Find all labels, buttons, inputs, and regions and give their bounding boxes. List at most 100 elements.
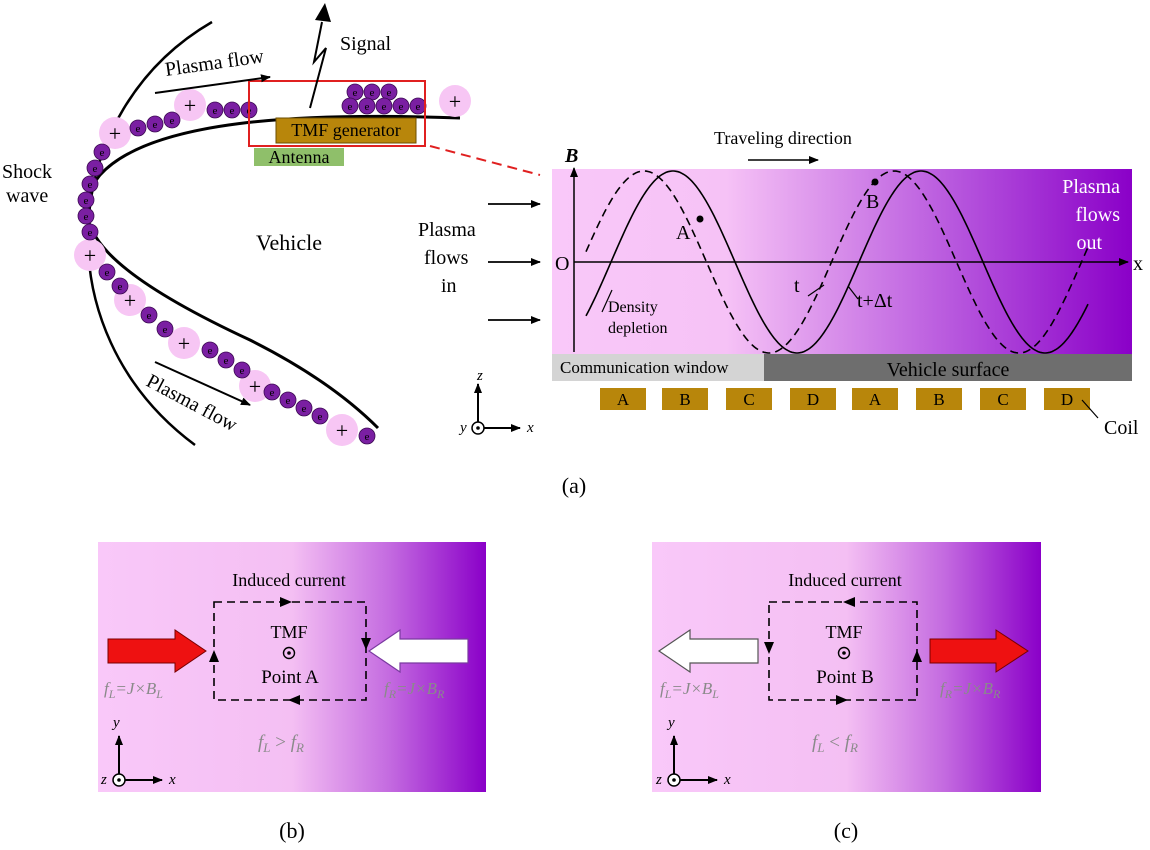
communication-window-bar	[552, 354, 764, 381]
svg-text:+: +	[184, 93, 196, 118]
electron: e	[156, 320, 174, 338]
electron: e	[358, 97, 376, 115]
svg-text:e: e	[100, 147, 105, 159]
tmf-label-c: TMF	[825, 622, 862, 642]
svg-text:e: e	[353, 87, 358, 99]
electron: e	[279, 391, 297, 409]
plasma-flows-in-line1: Plasma	[418, 219, 476, 241]
svg-text:D: D	[1061, 390, 1073, 409]
b-axis-label: B	[564, 145, 578, 167]
electron: e	[217, 351, 235, 369]
point-label-b: Point A	[261, 667, 319, 688]
electron: e	[201, 341, 219, 359]
induced-current-label-b: Induced current	[232, 570, 345, 590]
electron: e	[358, 427, 376, 445]
antenna-label: Antenna	[269, 147, 330, 167]
plasma-flows-in-line3: in	[441, 275, 457, 297]
vehicle-surface-bar	[764, 354, 1132, 381]
svg-text:A: A	[869, 390, 882, 409]
ion: +	[439, 85, 471, 117]
signal-label: Signal	[340, 33, 392, 55]
density-depletion-line2: depletion	[608, 320, 668, 337]
svg-text:e: e	[416, 101, 421, 113]
force-arrow-left-b	[107, 629, 207, 673]
coil: C	[980, 388, 1026, 410]
electron: e	[98, 263, 116, 281]
point-b-marker	[871, 178, 879, 186]
svg-text:+: +	[178, 331, 190, 356]
plasma-flows-in-line2: flows	[424, 247, 469, 269]
caption-a: (a)	[562, 473, 586, 498]
svg-text:e: e	[84, 195, 89, 207]
electron: e	[86, 159, 104, 177]
svg-text:x: x	[723, 772, 731, 788]
electron: e	[77, 191, 95, 209]
ion: +	[174, 89, 206, 121]
plasma-region-c	[652, 542, 1041, 792]
svg-text:y: y	[111, 715, 120, 731]
coil: C	[726, 388, 772, 410]
force-arrow-right-c	[929, 629, 1029, 673]
svg-text:+: +	[109, 121, 121, 146]
svg-text:z: z	[100, 772, 107, 788]
ion: +	[74, 239, 106, 271]
svg-text:C: C	[743, 390, 754, 409]
svg-text:e: e	[365, 101, 370, 113]
coil: B	[916, 388, 962, 410]
plasma-flows-out-line1: Plasma	[1062, 176, 1120, 198]
force-right-label-c: fR=J×BR	[940, 679, 1001, 701]
force-compare-b: fL > fR	[258, 732, 304, 755]
electron: e	[380, 83, 398, 101]
caption-c: (c)	[834, 818, 858, 843]
coil: D	[790, 388, 836, 410]
electron: e	[223, 101, 241, 119]
plasma-flow-bottom-arrow	[154, 361, 251, 406]
electron: e	[206, 101, 224, 119]
plasma-region-b	[98, 542, 486, 792]
curve-t-dt-label: t+Δt	[857, 290, 893, 312]
svg-text:B: B	[933, 390, 944, 409]
svg-text:x: x	[168, 772, 176, 788]
svg-text:e: e	[318, 411, 323, 423]
point-a-marker	[696, 215, 704, 223]
svg-text:e: e	[240, 365, 245, 377]
svg-text:y: y	[666, 715, 675, 731]
svg-text:+: +	[84, 243, 96, 268]
electron: e	[375, 97, 393, 115]
shock-wave-label-line1: Shock	[2, 161, 52, 183]
svg-text:e: e	[147, 310, 152, 322]
coil-label: Coil	[1104, 417, 1139, 439]
electron: e	[409, 97, 427, 115]
svg-text:e: e	[387, 87, 392, 99]
signal-arrowhead	[315, 3, 331, 22]
ion: +	[326, 414, 358, 446]
force-left-label-c: fL=J×BL	[660, 679, 719, 701]
svg-text:e: e	[286, 395, 291, 407]
electron: e	[311, 407, 329, 425]
svg-text:e: e	[93, 163, 98, 175]
plasma-flow-bottom-label: Plasma flow	[143, 370, 242, 436]
vehicle-label: Vehicle	[256, 230, 322, 255]
coil: A	[852, 388, 898, 410]
svg-text:e: e	[163, 324, 168, 336]
svg-text:+: +	[336, 418, 348, 443]
electron: e	[363, 83, 381, 101]
shock-wave-label-line2: wave	[6, 185, 48, 207]
electron: e	[233, 361, 251, 379]
plasma-flows-out-line3: out	[1076, 232, 1102, 254]
point-b-label: B	[866, 191, 879, 213]
origin-label: O	[555, 253, 569, 275]
plasma-flows-out-line2: flows	[1076, 204, 1121, 226]
electron: e	[81, 223, 99, 241]
curve-t-label: t	[794, 275, 800, 297]
svg-text:e: e	[213, 105, 218, 117]
axes-xyz-c: y z x	[655, 715, 731, 788]
electron: e	[93, 143, 111, 161]
wave-t-plus-dt	[585, 170, 1089, 354]
axes-xyz-a: z y x	[458, 368, 534, 436]
svg-text:e: e	[105, 267, 110, 279]
electron: e	[140, 306, 158, 324]
svg-text:D: D	[807, 390, 819, 409]
